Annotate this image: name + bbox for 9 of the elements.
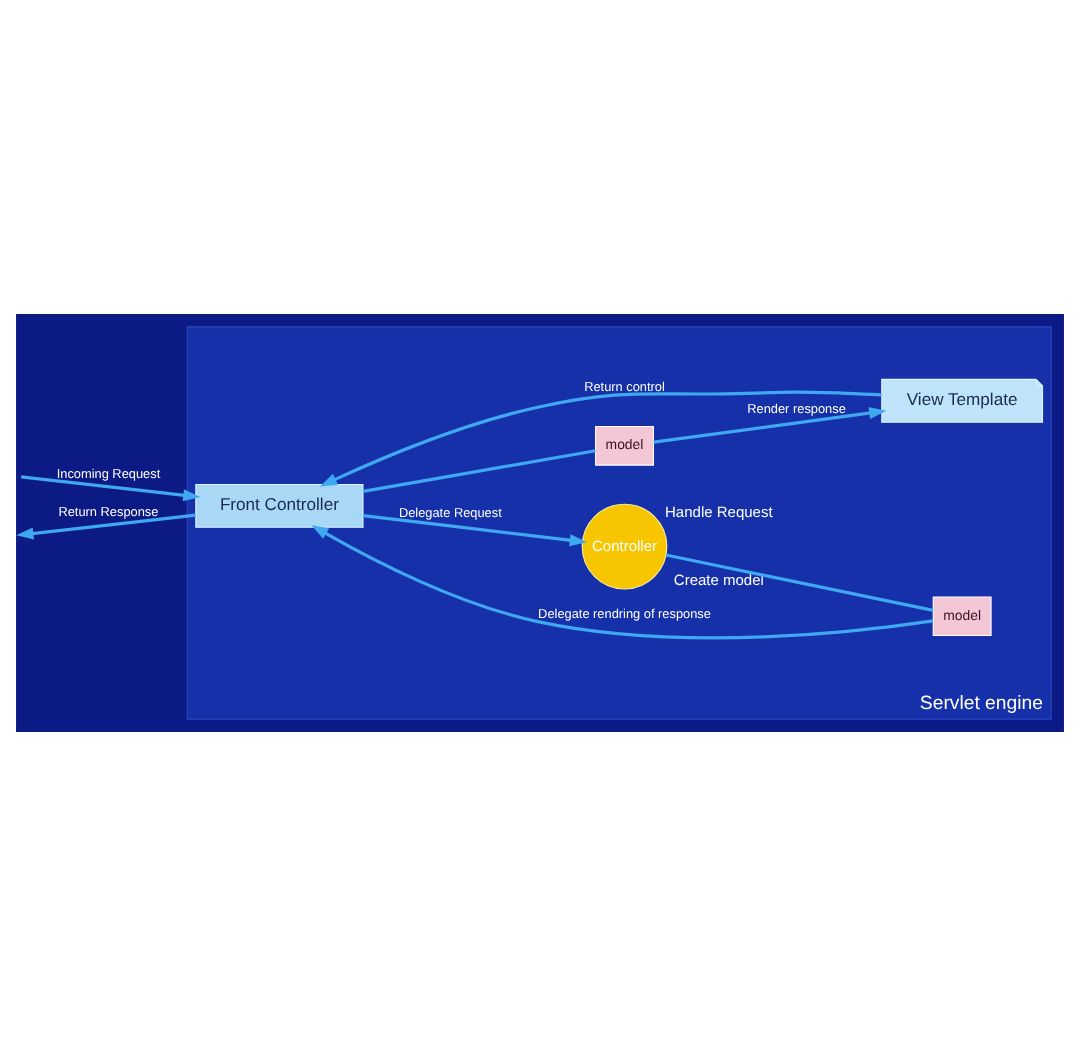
arrow [311,524,934,640]
connector [665,553,934,613]
arrow [319,390,882,487]
arrow [20,475,201,502]
arrow [16,513,196,540]
connector [362,449,596,493]
arrow [653,407,887,444]
node-box: Front Controller [195,483,364,528]
arrow [362,514,587,547]
